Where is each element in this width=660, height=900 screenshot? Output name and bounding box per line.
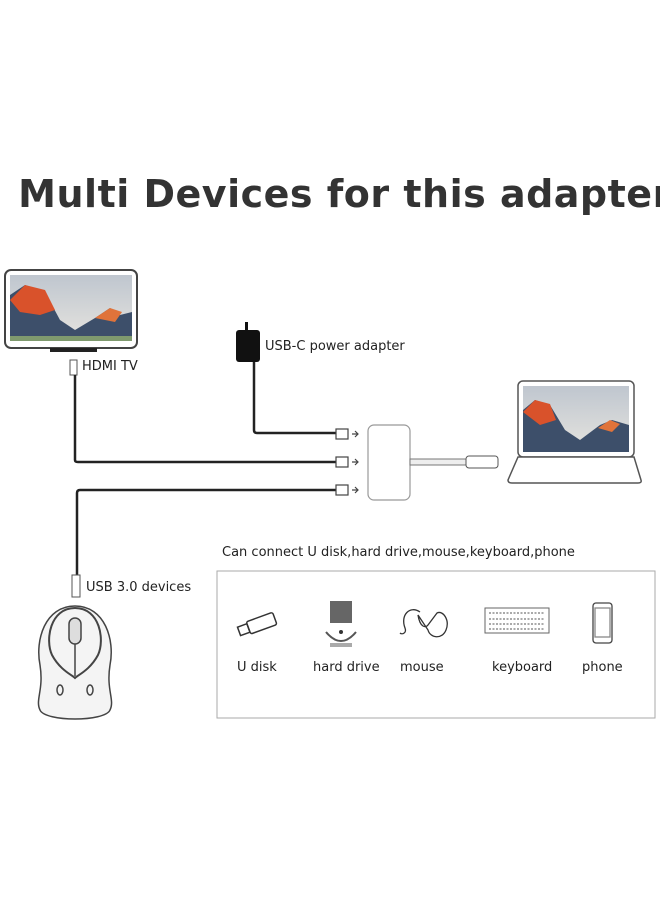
devices-box bbox=[216, 570, 656, 719]
usb-devices-label: USB 3.0 devices bbox=[86, 580, 192, 595]
connect-caption: Can connect U disk,hard drive,mouse,keyb… bbox=[222, 545, 575, 560]
page-title: Multi Devices for this adapter bbox=[18, 172, 660, 216]
usb-flash-drive-icon bbox=[236, 612, 278, 637]
device-label-hard-drive: hard drive bbox=[313, 660, 380, 675]
hdmi-plug-icon bbox=[69, 359, 78, 376]
phone-icon bbox=[592, 602, 613, 644]
usb-cable bbox=[75, 488, 336, 575]
usb-c-hub-icon bbox=[367, 424, 411, 501]
usb-c-plug-icon bbox=[465, 455, 499, 469]
device-label-phone: phone bbox=[582, 660, 623, 675]
mouse-icon bbox=[399, 609, 448, 638]
hdmi-cable bbox=[73, 375, 336, 464]
laptop-icon bbox=[507, 380, 642, 484]
device-label-u-disk: U disk bbox=[237, 660, 277, 675]
power-adapter-icon bbox=[236, 322, 260, 362]
hard-drive-icon bbox=[325, 601, 357, 647]
hdmi-tv-label: HDMI TV bbox=[82, 359, 138, 374]
keyboard-icon bbox=[484, 607, 550, 634]
tv-icon bbox=[4, 269, 138, 352]
usb-mouse-icon bbox=[37, 605, 113, 720]
usb-plug-icon bbox=[71, 574, 81, 598]
hub-cable bbox=[409, 458, 467, 466]
device-label-mouse: mouse bbox=[400, 660, 444, 675]
power-cable bbox=[252, 362, 336, 435]
port-connectors bbox=[335, 428, 359, 496]
power-adapter-label: USB-C power adapter bbox=[265, 339, 405, 354]
device-label-keyboard: keyboard bbox=[492, 660, 553, 675]
